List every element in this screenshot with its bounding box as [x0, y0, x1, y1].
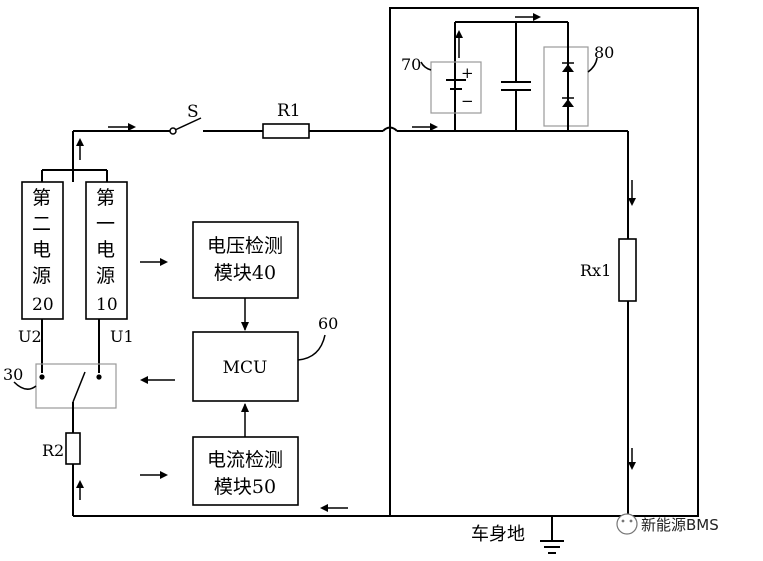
u1-label: U1: [110, 327, 134, 346]
r2-label: R2: [42, 441, 64, 460]
second-power-source: [21, 181, 64, 320]
ref-80-label: 80: [594, 43, 614, 62]
second-power-char-2: 二: [32, 213, 51, 235]
second-power-char-1: 第: [32, 187, 51, 209]
battery-plus-label: +: [461, 64, 474, 82]
arrow-hv-in: [412, 123, 438, 131]
first-power-char-2: 一: [96, 213, 115, 235]
current-arrows: [76, 13, 636, 512]
r1-label: R1: [277, 101, 301, 121]
watermark: 新能源BMS: [616, 513, 719, 535]
top-bus-wire: [72, 117, 628, 182]
diode-block-80: [543, 46, 589, 127]
second-power-number: 20: [32, 295, 54, 315]
selector-switch-30-box: [35, 363, 117, 409]
arrow-source-up: [76, 138, 84, 160]
arrow-r2-up: [76, 480, 84, 500]
ref-70-label: 70: [401, 55, 421, 74]
diode-lower: [562, 99, 574, 107]
second-power-char-4: 源: [32, 265, 51, 287]
voltage-detection-module: [192, 221, 299, 299]
hv-network: [420, 21, 598, 131]
switch-s-label: S: [187, 102, 199, 122]
ref-60-label: 60: [318, 314, 338, 333]
first-power-char-1: 第: [96, 187, 115, 209]
battery-70-box: [430, 61, 482, 114]
voltage-module-line2: 模块40: [214, 262, 276, 284]
ref-30-label: 30: [3, 365, 23, 384]
first-power-char-3: 电: [96, 239, 115, 261]
switch-30-contact-u2: [39, 374, 45, 380]
battery-minus-label: −: [461, 92, 474, 110]
arrow-to-current: [140, 471, 168, 479]
arrow-to-voltage: [140, 258, 168, 266]
switch-30-contact-u1: [96, 374, 102, 380]
arrow-top-wire: [108, 123, 136, 131]
wechat-logo-icon: [616, 513, 638, 535]
arrow-bottom-left: [320, 504, 348, 512]
resistor-r2: [65, 432, 81, 465]
diode-upper: [562, 64, 574, 72]
arrow-rx1-down-2: [628, 448, 636, 470]
switch-s-blade: [174, 117, 202, 131]
watermark-text: 新能源BMS: [641, 516, 719, 534]
arrow-rx1-down-1: [628, 180, 636, 206]
voltage-module-line1: 电压检测: [207, 235, 283, 257]
switch-30-blade: [72, 371, 86, 403]
first-power-number: 10: [96, 295, 118, 315]
rx1-branch: [618, 131, 637, 516]
ground-label: 车身地: [471, 524, 525, 545]
rx1-label: Rx1: [580, 261, 611, 280]
arrow-battery-up: [455, 30, 463, 58]
arrow-top-right: [515, 13, 541, 21]
resistor-r1: [262, 123, 310, 139]
first-power-char-4: 源: [96, 265, 115, 287]
current-module-line1: 电流检测: [207, 449, 283, 471]
switch-s-pivot: [169, 127, 177, 135]
second-power-char-3: 电: [32, 239, 51, 261]
mcu-label: MCU: [223, 358, 268, 378]
current-module-line2: 模块50: [214, 476, 276, 498]
u2-label: U2: [18, 327, 42, 346]
bottom-return-wire: [72, 464, 698, 554]
current-detection-module: [192, 436, 299, 506]
first-power-source: [85, 181, 128, 320]
arrow-mcu-to-switch: [140, 376, 175, 384]
mcu-box: [192, 331, 299, 402]
resistor-rx1: [618, 238, 637, 302]
